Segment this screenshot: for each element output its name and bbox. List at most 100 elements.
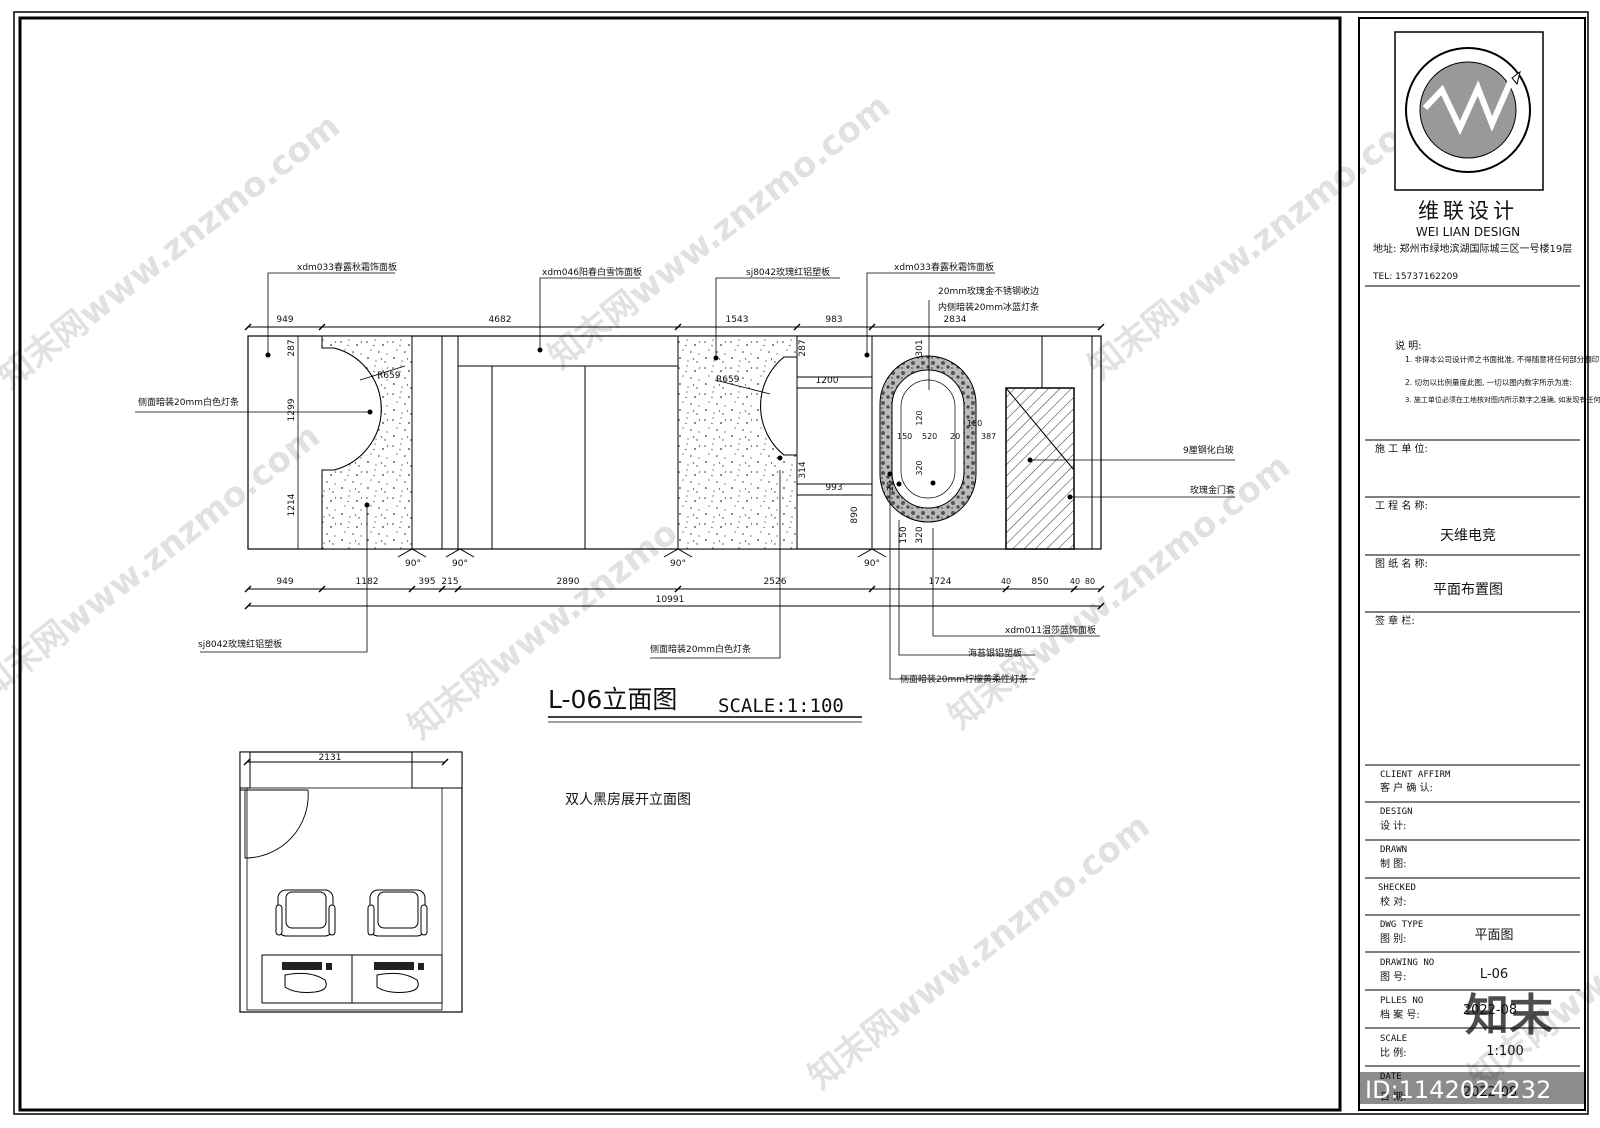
dim-oval-inner-1: 150 — [897, 432, 912, 441]
dim-bot-5: 2890 — [557, 577, 580, 587]
files-cn: 档 案 号: — [1380, 1008, 1420, 1021]
dim-mid-1: 287 — [798, 339, 808, 356]
drawing-name-label: 图 纸 名 称: — [1375, 557, 1428, 570]
callout-left-1: 侧面暗装20mm白色灯条 — [138, 396, 239, 408]
files-value: 2022-08 — [1463, 1003, 1517, 1018]
dwg-type-en: DWG TYPE — [1380, 920, 1423, 930]
company-name-en: WEI LIAN DESIGN — [1416, 225, 1520, 239]
dwg-type-value: 平面图 — [1474, 928, 1513, 943]
plan-width: 2131 — [319, 753, 342, 763]
keyboard-left — [282, 962, 332, 970]
room-outer-wall — [239, 751, 463, 1013]
project-label: 工 程 名 称: — [1375, 499, 1428, 512]
callout-bottom-4: 海苔银铝塑板 — [968, 647, 1022, 659]
callout-top-5a: 20mm玫瑰金不锈钢收边 — [938, 285, 1039, 297]
angle-3: 90° — [670, 559, 686, 569]
design-cn: 设 计: — [1380, 819, 1407, 832]
keyboard-right — [374, 962, 424, 970]
dim-top-5: 2834 — [944, 315, 967, 325]
plan-title: 双人黑房展开立面图 — [565, 792, 691, 808]
elevation-drawing: 949 4682 1543 983 2834 287 1299 1214 287… — [135, 261, 1235, 723]
dim-top-1: 949 — [276, 315, 293, 325]
drawn-cn: 制 图: — [1380, 857, 1407, 870]
dim-oval-inner-8: 20 — [886, 481, 895, 491]
arch-cutout-middle — [760, 356, 797, 456]
dim-vert-2: 1299 — [287, 398, 297, 421]
company-name-cn: 维联设计 — [1418, 199, 1518, 223]
title-block-frame — [1358, 17, 1586, 1111]
brand-watermark: 知末 ID:1142024232 — [1360, 990, 1586, 1104]
arch-cutout-left — [322, 347, 382, 471]
dim-bot-1: 949 — [276, 577, 293, 587]
angle-2: 90° — [452, 559, 468, 569]
drawing-no-value: L-06 — [1480, 967, 1508, 982]
angle-markers — [397, 548, 887, 558]
drawing-scale: SCALE:1:100 — [718, 695, 844, 717]
radius-middle: R659 — [716, 375, 740, 385]
brand-logo-text: 知末 — [1465, 990, 1553, 1041]
date-en: DATE — [1380, 1072, 1402, 1082]
title-block: 维联设计 WEI LIAN DESIGN 地址: 郑州市绿地滨湖国际城三区一号楼… — [1358, 17, 1600, 1111]
dim-oval-inner-7: 320 — [915, 460, 924, 475]
client-cn: 客 户 确 认: — [1380, 781, 1433, 794]
dim-inner-1: 1200 — [816, 376, 839, 386]
dim-bot-8: 40 — [1001, 577, 1011, 586]
dim-oval-1: 301 — [915, 339, 925, 356]
dim-inner-2: 993 — [825, 483, 842, 493]
dim-total: 10991 — [656, 595, 685, 605]
dim-top-3: 1543 — [726, 315, 749, 325]
logo-ring — [1405, 47, 1531, 173]
date-value: 2022-08 — [1463, 1085, 1517, 1100]
door-swing — [244, 789, 309, 859]
chair-right — [367, 889, 428, 937]
room-inner-wall — [246, 787, 443, 1011]
dim-mid-2: 314 — [798, 461, 808, 478]
scale-cn: 比 例: — [1380, 1046, 1407, 1059]
dim-top-4: 983 — [825, 315, 842, 325]
scale-en: SCALE — [1380, 1034, 1407, 1044]
watermark-id: ID:1142024232 — [1365, 1076, 1551, 1104]
company-address: 地址: 郑州市绿地滨湖国际城三区一号楼19层 — [1373, 242, 1572, 255]
callout-top-4: xdm033春露秋霜饰面板 — [894, 261, 994, 273]
callout-top-5b: 内侧暗装20mm冰蓝灯条 — [938, 301, 1039, 313]
drawing-no-cn: 图 号: — [1380, 971, 1407, 983]
leader-lines — [135, 272, 1235, 680]
construction-label: 施 工 单 位: — [1375, 442, 1428, 455]
glass-door — [1005, 387, 1075, 550]
files-en: PLLES NO — [1380, 996, 1423, 1006]
dim-vert-1: 287 — [287, 339, 297, 356]
callout-top-2: xdm046阳春白雪饰面板 — [542, 266, 642, 278]
notes-title: 说 明: — [1395, 339, 1422, 352]
watermark-text: 知末网www.znzmo.com — [941, 446, 1298, 737]
drawing-name: 平面布置图 — [1433, 582, 1503, 598]
callout-right-1: 9厘钢化白玻 — [1183, 444, 1234, 456]
note-2: 2. 切勿以比例量度此图, 一切以图内数字所示为准: — [1405, 377, 1572, 387]
dim-ticks-bottom — [244, 585, 1105, 593]
watermark-text: 知末网www.znzmo.com — [541, 86, 898, 377]
angle-4: 90° — [864, 559, 880, 569]
dim-oval-3: 320 — [915, 526, 925, 543]
note-3: 3. 施工单位必须在工地核对图内所示数字之准确, 如发现有任何矛盾处, 应通知设… — [1405, 395, 1600, 404]
dim-bot-10: 40 — [1070, 577, 1080, 586]
elevation-outline — [247, 335, 1102, 550]
company-tel: TEL: 15737162209 — [1372, 272, 1458, 282]
drawing-border — [18, 16, 1342, 1112]
watermark-text: 知末网www.znzmo.com — [1081, 96, 1438, 387]
dim-bot-7: 1724 — [929, 577, 952, 587]
angle-1: 90° — [405, 559, 421, 569]
oval-mirror-glass — [891, 369, 965, 509]
leader-dots — [265, 347, 1073, 508]
drawing-no-en: DRAWING NO — [1380, 958, 1434, 968]
dim-top-2: 4682 — [489, 315, 512, 325]
dim-bot-9: 850 — [1031, 577, 1048, 587]
dim-bot-6: 2526 — [764, 577, 787, 587]
signature-label: 签 章 栏: — [1375, 614, 1415, 627]
dwg-type-cn: 图 别: — [1380, 933, 1407, 945]
dim-bot-11: 80 — [1085, 577, 1095, 586]
callout-right-2: 玫瑰金门套 — [1190, 484, 1235, 496]
design-en: DESIGN — [1380, 807, 1413, 817]
dim-oval-2: 150 — [899, 526, 909, 543]
callout-bottom-3: xdm011温莎蓝饰面板 — [1005, 624, 1096, 636]
date-cn: 日 期: — [1380, 1091, 1407, 1103]
callout-top-3: sj8042玫瑰红铝塑板 — [746, 266, 830, 278]
